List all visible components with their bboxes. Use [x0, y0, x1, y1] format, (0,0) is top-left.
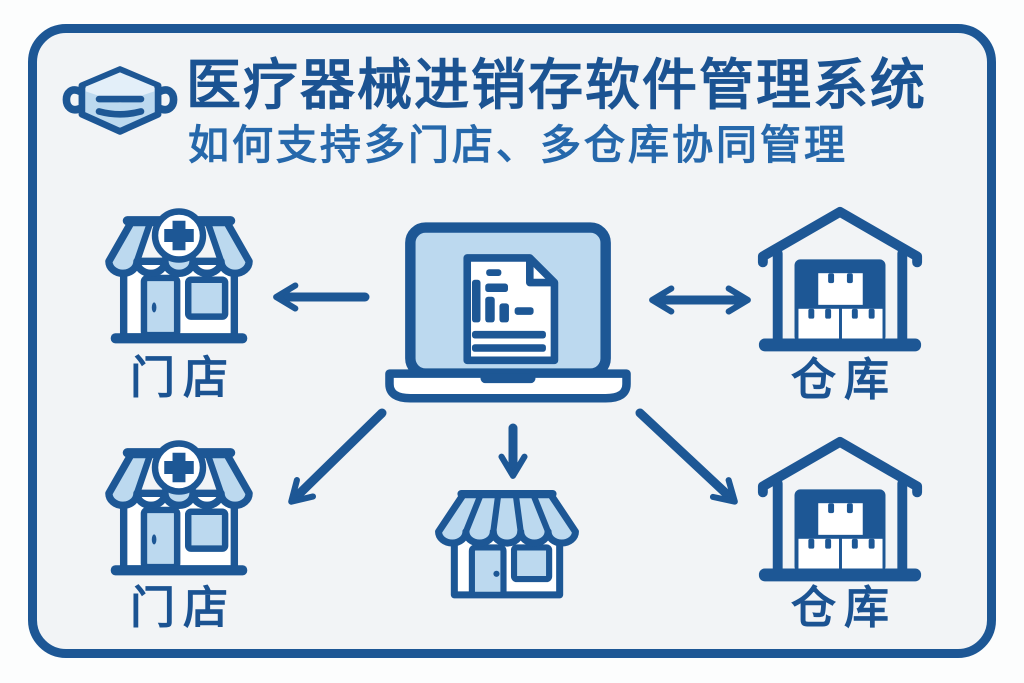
page-subtitle: 如何支持多门店、多仓库协同管理 — [188, 122, 848, 168]
warehouse-label-bottom-right: 仓库 — [790, 582, 897, 633]
laptop-document-icon — [380, 220, 636, 410]
warehouse-icon — [751, 432, 929, 590]
box-bottom-right — [841, 538, 883, 573]
warehouse-label-top-right: 仓库 — [790, 354, 897, 405]
medical-cross-icon — [151, 440, 207, 495]
box-bottom-right — [841, 308, 883, 343]
box-top — [818, 273, 863, 305]
box-bottom-left — [798, 308, 840, 343]
store-label-top-left: 门店 — [129, 352, 236, 403]
box-top — [818, 503, 863, 535]
warehouse-icon — [751, 202, 929, 360]
pharmacy-store-icon — [96, 438, 262, 587]
box-bottom-left — [798, 538, 840, 573]
store-label-bottom-left: 门店 — [129, 582, 236, 633]
page-title: 医疗器械进销存软件管理系统 — [186, 54, 928, 116]
store-icon — [428, 486, 586, 602]
document-chart-marks — [471, 269, 546, 352]
face-mask-icon — [57, 60, 183, 140]
pharmacy-store-icon — [96, 206, 262, 355]
medical-cross-icon — [151, 208, 207, 263]
